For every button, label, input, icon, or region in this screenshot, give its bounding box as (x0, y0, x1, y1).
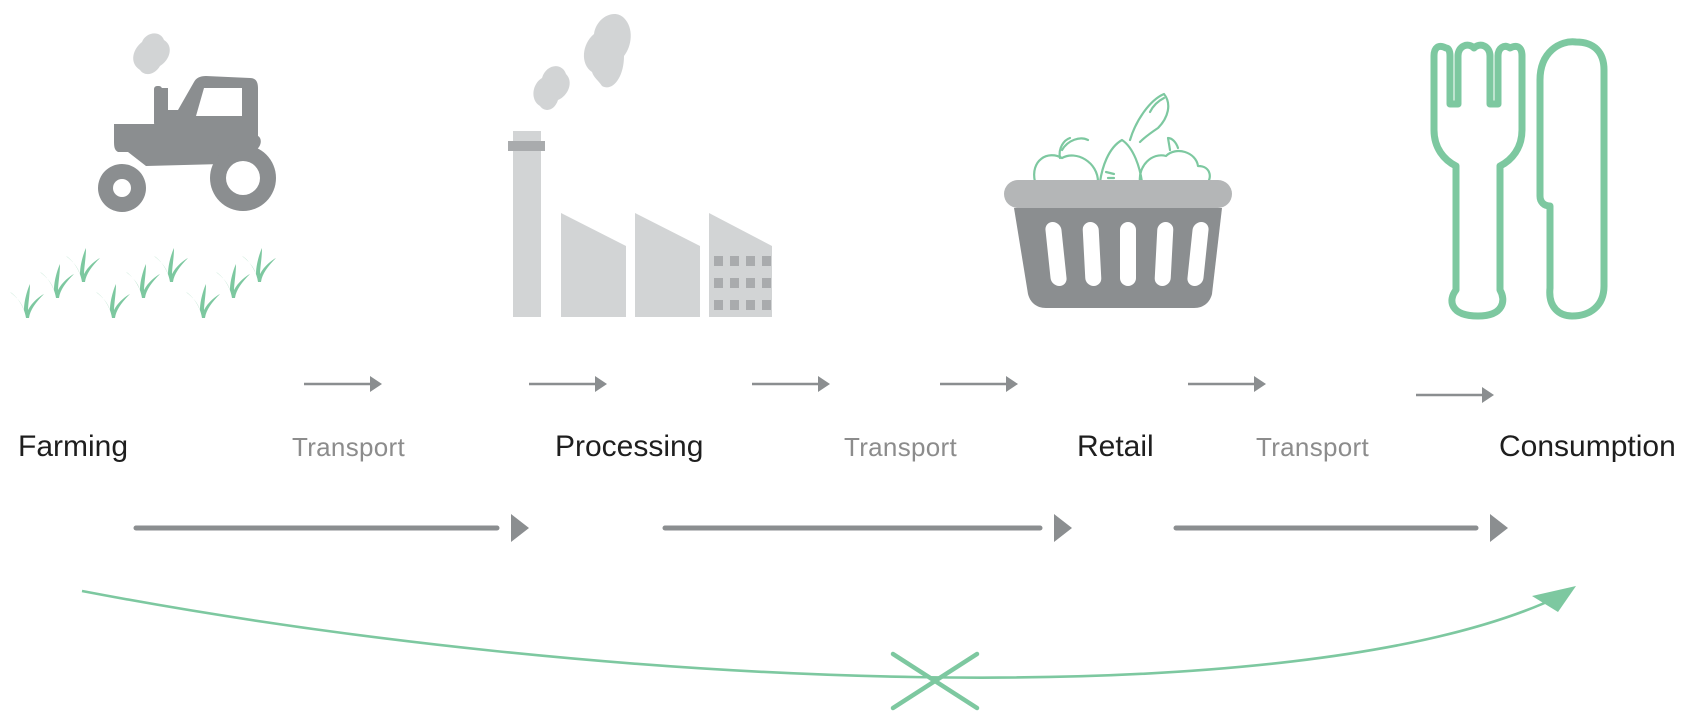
grass-tuft (66, 248, 100, 282)
tractor-icon (98, 33, 276, 212)
transport-label-3: Transport (1256, 432, 1369, 462)
large-arrows (133, 514, 1508, 542)
grass-tuft (242, 248, 276, 282)
grass-tuft (154, 248, 188, 282)
grass-tuft (40, 264, 74, 298)
grass-icon (10, 248, 276, 318)
grass-tuft (96, 284, 130, 318)
small-arrows (304, 376, 1494, 403)
grass-tuft (216, 264, 250, 298)
grass-tuft (10, 284, 44, 318)
fork-knife-icon (1430, 38, 1608, 320)
direct-route-arrow (81, 586, 1576, 679)
grass-tuft (186, 284, 220, 318)
grass-tuft (126, 264, 160, 298)
stage-label-retail: Retail (1077, 430, 1154, 463)
stage-label-farming: Farming (18, 430, 129, 463)
stage-label-processing: Processing (555, 430, 704, 463)
factory-icon (508, 13, 772, 317)
transport-label-1: Transport (292, 432, 405, 462)
stage-label-consumption: Consumption (1499, 430, 1676, 463)
transport-label-2: Transport (844, 432, 957, 462)
cross-icon (890, 651, 980, 711)
basket-icon (1004, 92, 1232, 308)
